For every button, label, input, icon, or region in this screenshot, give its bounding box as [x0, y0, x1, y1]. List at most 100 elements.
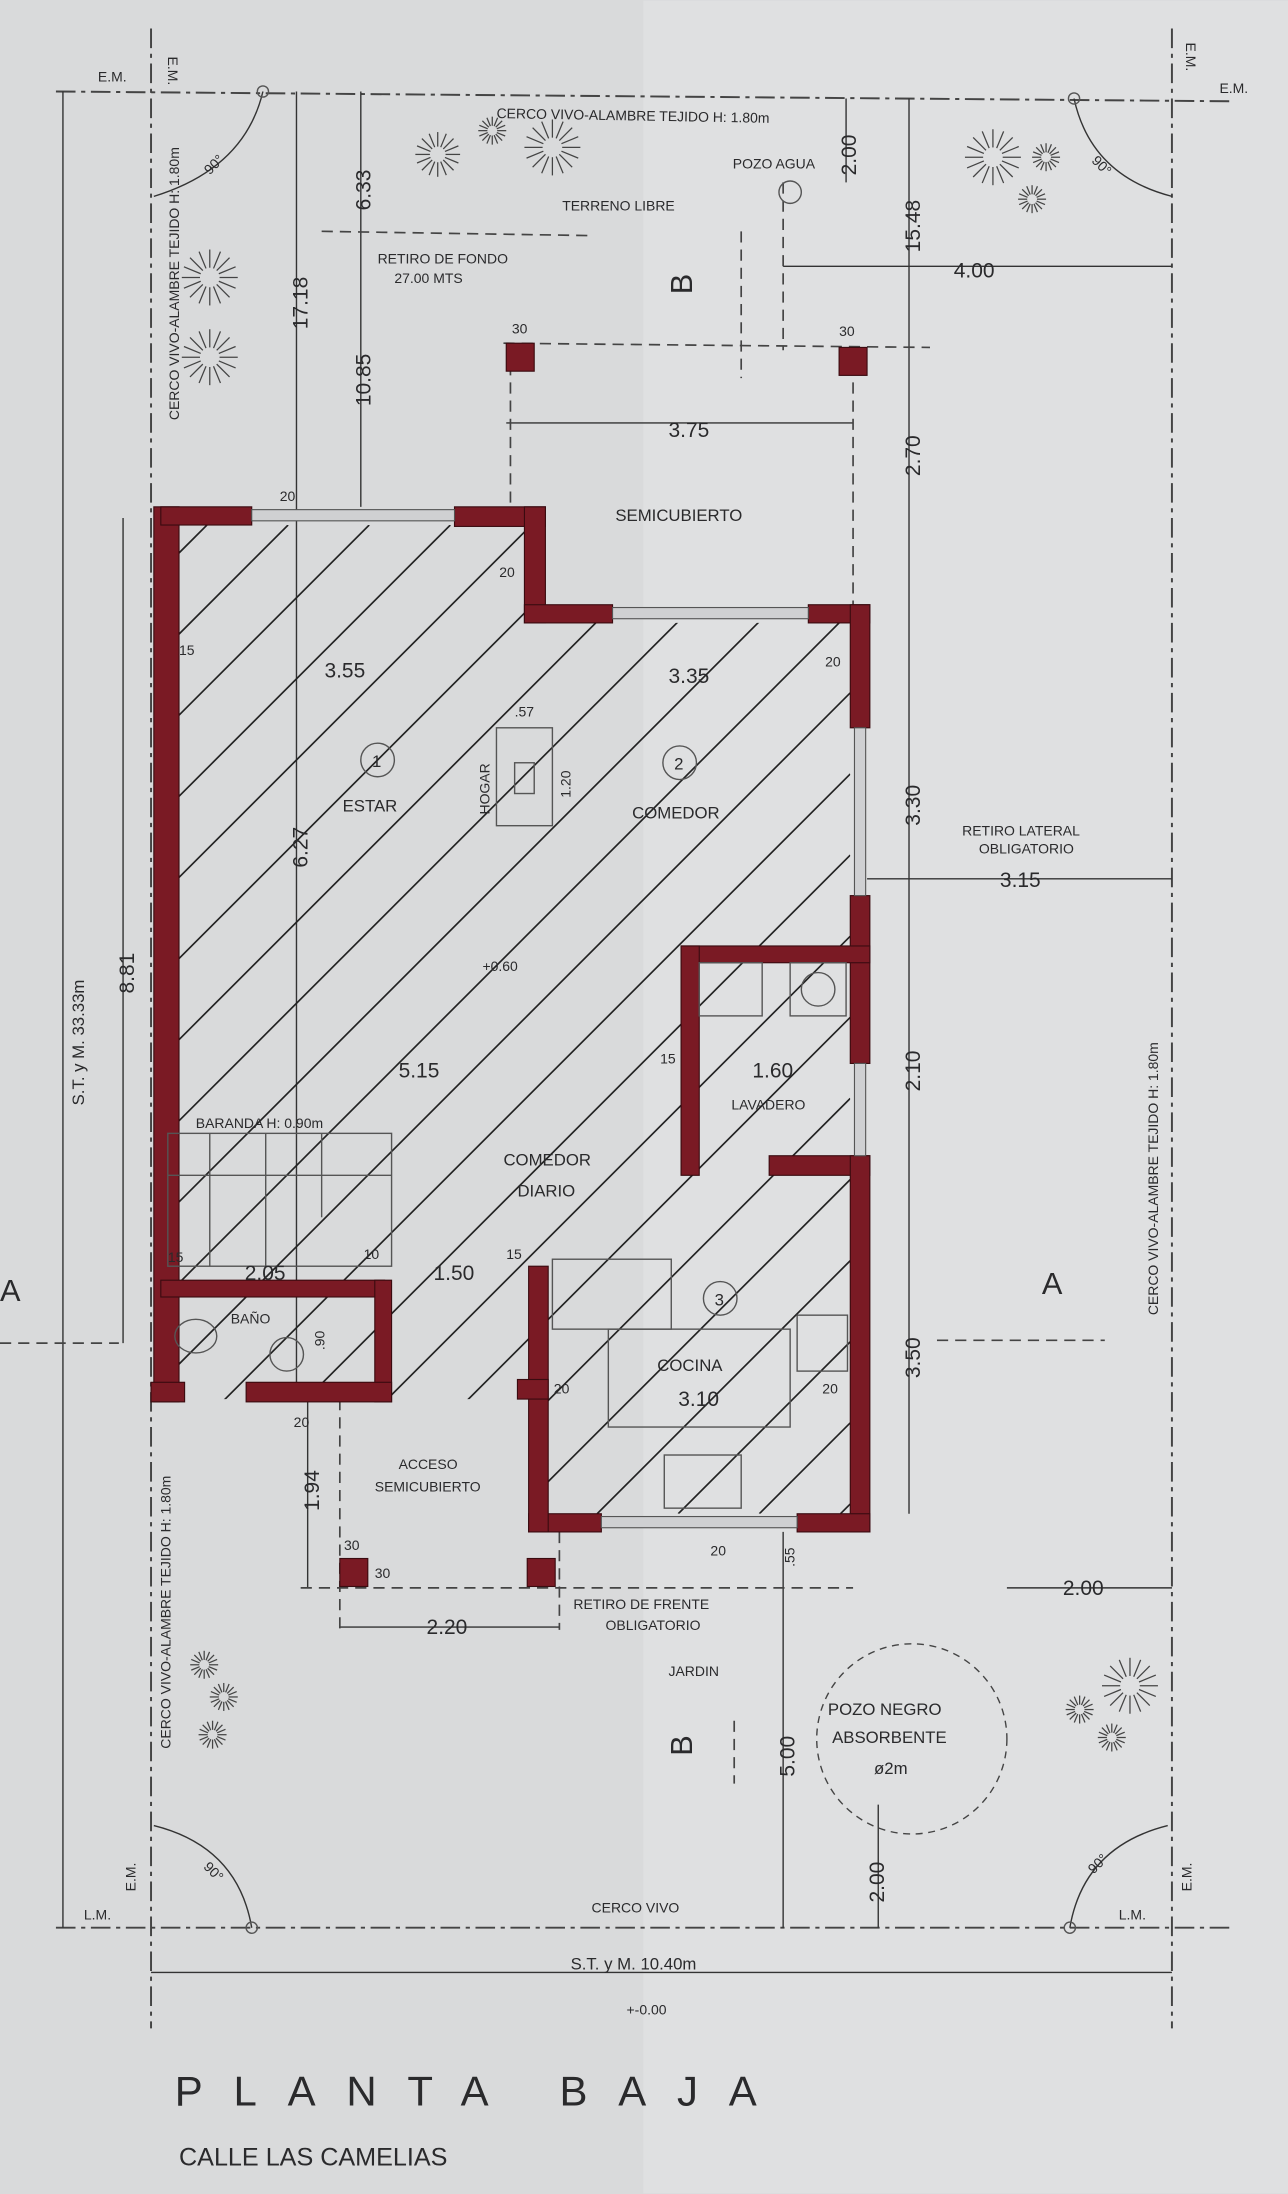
pozo-negro-label: POZO NEGRO: [828, 1700, 942, 1719]
hatch-line: [179, 525, 208, 554]
em-label: E.M.: [1183, 43, 1199, 72]
bano-label: BAÑO: [231, 1311, 271, 1327]
plan-title: PLANTA BAJA: [175, 2067, 788, 2114]
washing-machine: [789, 962, 847, 1017]
dimension-label: .55: [781, 1547, 797, 1567]
lot-width-dimension: S.T. y M. 10.40m: [571, 1955, 697, 1974]
dimension-label: 1.50: [434, 1262, 475, 1285]
dimension-label: 10: [364, 1246, 380, 1262]
hatch-line: [179, 525, 370, 716]
terreno-libre-label: TERRENO LIBRE: [562, 197, 675, 213]
dimension-label: 20: [554, 1380, 570, 1396]
retiro-frente-label: OBLIGATORIO: [606, 1617, 701, 1633]
acceso-label: SEMICUBIERTO: [375, 1478, 481, 1494]
retiro-lateral-label: RETIRO LATERAL: [962, 822, 1080, 838]
hatch-line: [515, 1178, 851, 1514]
hatch-line: [839, 1503, 851, 1514]
room-number: 3: [715, 1290, 724, 1309]
pozo-negro-label: ABSORBENTE: [832, 1728, 947, 1747]
hatch-line: [179, 611, 851, 1284]
pozo-negro-circle: [816, 1643, 1008, 1835]
lavadero-label: LAVADERO: [731, 1097, 805, 1113]
hatch-line: [179, 525, 289, 635]
fence-left-label: CERCO VIVO-ALAMBRE TEJIDO H: 1.80m: [166, 147, 182, 420]
hatch-line: [179, 525, 776, 1122]
dimension-label: 20: [710, 1543, 726, 1559]
dimension-label: 20: [822, 1380, 838, 1396]
dimension-label: 3.30: [902, 785, 925, 826]
windows: [251, 509, 867, 1529]
stove: [796, 1314, 849, 1372]
dimension-label: 3.50: [902, 1337, 925, 1378]
dimension-label: 10.85: [353, 354, 376, 406]
dimension-label: 20: [294, 1414, 310, 1430]
room-name-comedor: COMEDOR: [632, 804, 720, 823]
hogar-label: HOGAR: [476, 763, 492, 814]
acceso-label: ACCESO: [399, 1456, 458, 1472]
dimension-label: 17.18: [290, 277, 313, 329]
fence-right-label: CERCO VIVO-ALAMBRE TEJIDO H: 1.80m: [1145, 1042, 1161, 1315]
fence-left-label: CERCO VIVO-ALAMBRE TEJIDO H: 1.80m: [158, 1476, 174, 1749]
lot-boundaries: [0, 28, 1231, 2029]
hatch-line: [179, 692, 851, 1365]
dimension-label: 15: [660, 1050, 676, 1066]
section-a-label: A: [0, 1273, 21, 1308]
dimension-label: 1.60: [752, 1059, 793, 1082]
plants: [181, 116, 1158, 1752]
dimension-label: 2.70: [902, 435, 925, 476]
dimension-label: 6.33: [353, 170, 376, 211]
level-upper: +0.60: [482, 958, 518, 974]
plant-icon: [478, 116, 507, 145]
comedor-diario-label: COMEDOR: [503, 1151, 591, 1170]
floor-hatching: [179, 525, 851, 1514]
section-b-label: B: [664, 1735, 699, 1756]
dimension-label: 20: [825, 653, 841, 669]
dimension-label: 30: [375, 1565, 391, 1581]
retiro-lateral-label: OBLIGATORIO: [979, 841, 1074, 857]
hatch-line: [179, 525, 451, 797]
hatch-line: [179, 530, 851, 1203]
plant-icon: [1097, 1723, 1126, 1752]
dimension-label: 15: [506, 1246, 522, 1262]
em-label: E.M.: [1179, 1863, 1195, 1892]
dimension-label: 30: [839, 323, 855, 339]
laundry-sink: [698, 962, 763, 1017]
dimension-label: 5.15: [399, 1059, 440, 1082]
dimension-label: 30: [344, 1537, 360, 1553]
plant-icon: [415, 132, 461, 177]
fence-front-label: CERCO VIVO: [592, 1899, 680, 1915]
fireplace: [495, 727, 554, 827]
dimension-label: 30: [512, 320, 528, 336]
dimension-label: 2.00: [838, 135, 861, 176]
dimension-label: 2.20: [427, 1616, 468, 1639]
dimension-label: 1.20: [558, 770, 574, 797]
plant-icon: [190, 1650, 219, 1679]
dimension-label: 8.81: [116, 953, 139, 994]
plant-icon: [1102, 1657, 1158, 1714]
gates: [153, 85, 1173, 1934]
room-name-cocina: COCINA: [657, 1356, 723, 1375]
dimension-label: 2.10: [902, 1051, 925, 1092]
paper-fold-shade: [643, 0, 1288, 2194]
dimension-label: 4.00: [954, 259, 995, 282]
fence-back-label: CERCO VIVO-ALAMBRE TEJIDO H: 1.80m: [496, 105, 769, 126]
room-number: 2: [674, 755, 683, 774]
hatch-line: [179, 525, 533, 879]
dimension-label: 15.48: [902, 200, 925, 252]
kitchen-table: [607, 1328, 791, 1428]
fixtures: [167, 180, 1008, 1835]
hatch-line: [179, 773, 851, 1446]
dimension-label: 2.00: [1063, 1577, 1104, 1600]
kitchen-sink: [663, 1454, 742, 1509]
pozo-agua-label: POZO AGUA: [733, 155, 816, 171]
toilet: [174, 1318, 218, 1354]
em-label: E.M.: [165, 57, 181, 86]
lm-label: L.M.: [84, 1906, 111, 1922]
dimension-label: 1.94: [301, 1470, 324, 1511]
dimension-label: 15: [168, 1249, 184, 1265]
room-name-estar: ESTAR: [343, 797, 398, 816]
dimension-label: 3.15: [1000, 869, 1041, 892]
plant-icon: [1065, 1695, 1094, 1724]
washbasin: [269, 1336, 305, 1372]
